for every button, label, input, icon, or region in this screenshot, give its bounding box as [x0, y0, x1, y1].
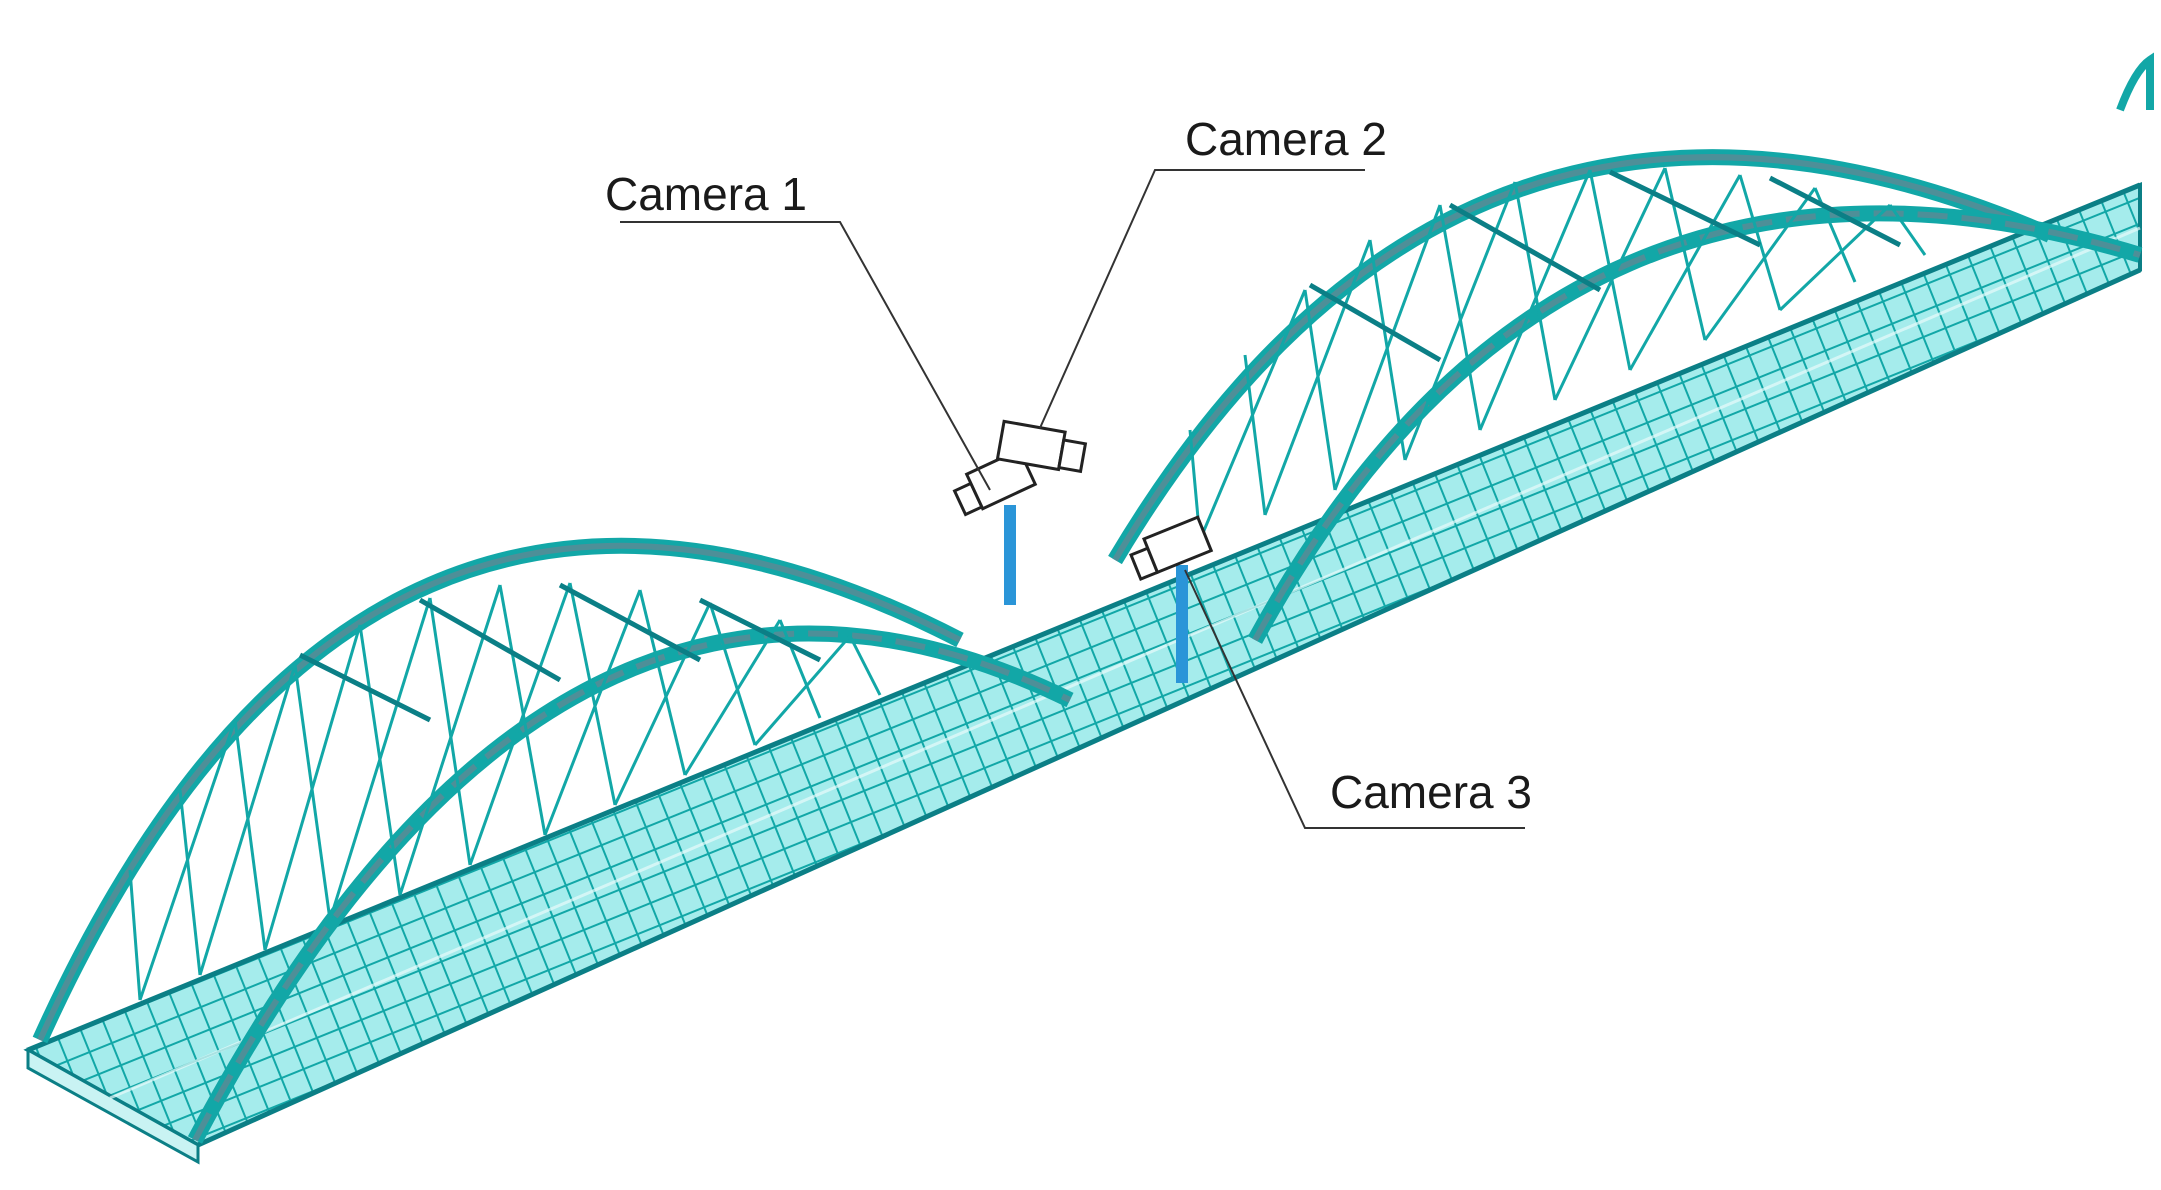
camera-3-label: Camera 3 — [1330, 766, 1532, 818]
camera-2-label: Camera 2 — [1185, 113, 1387, 165]
bridge-deck — [23, 182, 2142, 1165]
arch-span-left — [32, 537, 1074, 1144]
camera-3-icon — [1129, 515, 1214, 582]
camera-1-icon — [952, 447, 1038, 517]
leader-lines — [620, 169, 1525, 829]
arch-span-right — [1108, 52, 2154, 644]
camera-pole-1 — [1004, 505, 1016, 605]
camera-2-icon — [995, 419, 1088, 474]
camera-1-label: Camera 1 — [605, 168, 807, 220]
camera-pole-3 — [1176, 565, 1188, 683]
